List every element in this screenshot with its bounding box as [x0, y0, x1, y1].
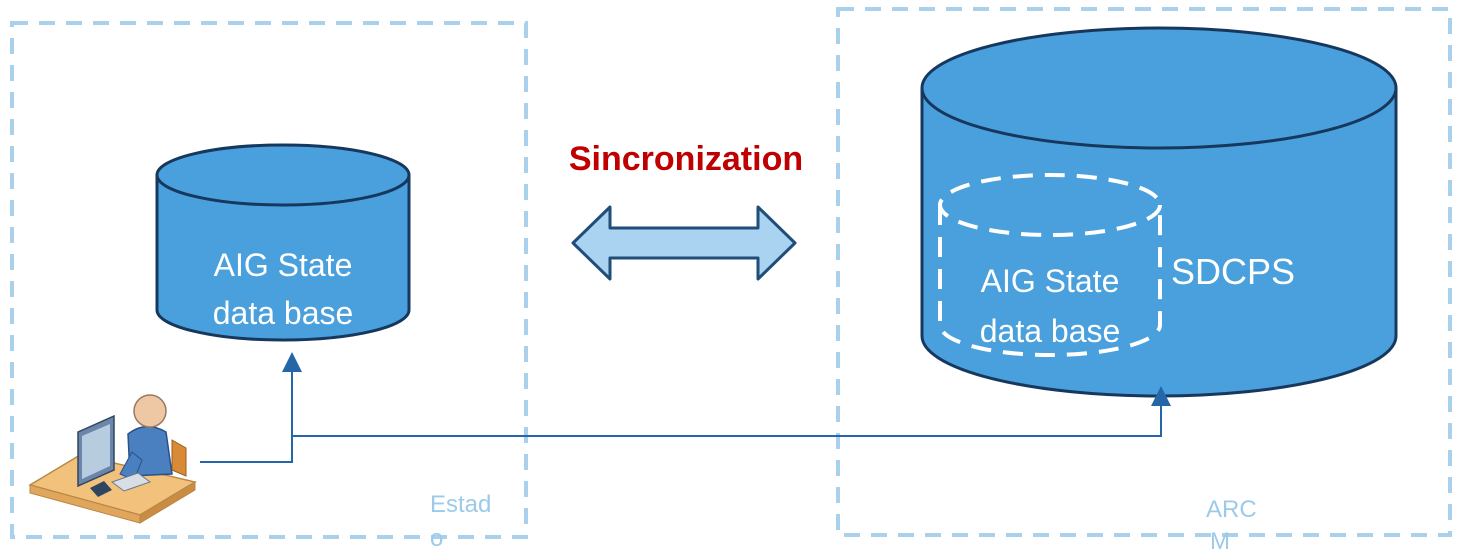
sync-label: Sincronization: [569, 140, 803, 178]
sync-double-arrow: [571, 205, 797, 281]
inner-database-label-line1: AIG State: [981, 263, 1120, 299]
left-zone-label-line1: Estad: [430, 491, 491, 518]
left-zone-boundary: [10, 21, 528, 539]
right-zone-label-line1: ARC: [1206, 496, 1257, 523]
left-database-label-line2: data base: [213, 295, 354, 331]
user-connector-line: [200, 352, 302, 463]
user-at-computer-icon: [28, 394, 197, 524]
left-zone-label-line2: o: [430, 525, 443, 550]
inner-database-label-line2: data base: [980, 313, 1121, 349]
left-database-label-line1: AIG State: [214, 247, 353, 283]
right-database-label: SDCPS: [1171, 251, 1295, 292]
sync-connector-line: [292, 386, 1171, 437]
right-zone-boundary: [836, 7, 1452, 537]
inner-database-dashed-cylinder: [938, 173, 1162, 357]
right-database-cylinder: [920, 26, 1398, 398]
left-database-cylinder: [155, 143, 411, 342]
right-zone-label-line2: M: [1210, 528, 1230, 550]
